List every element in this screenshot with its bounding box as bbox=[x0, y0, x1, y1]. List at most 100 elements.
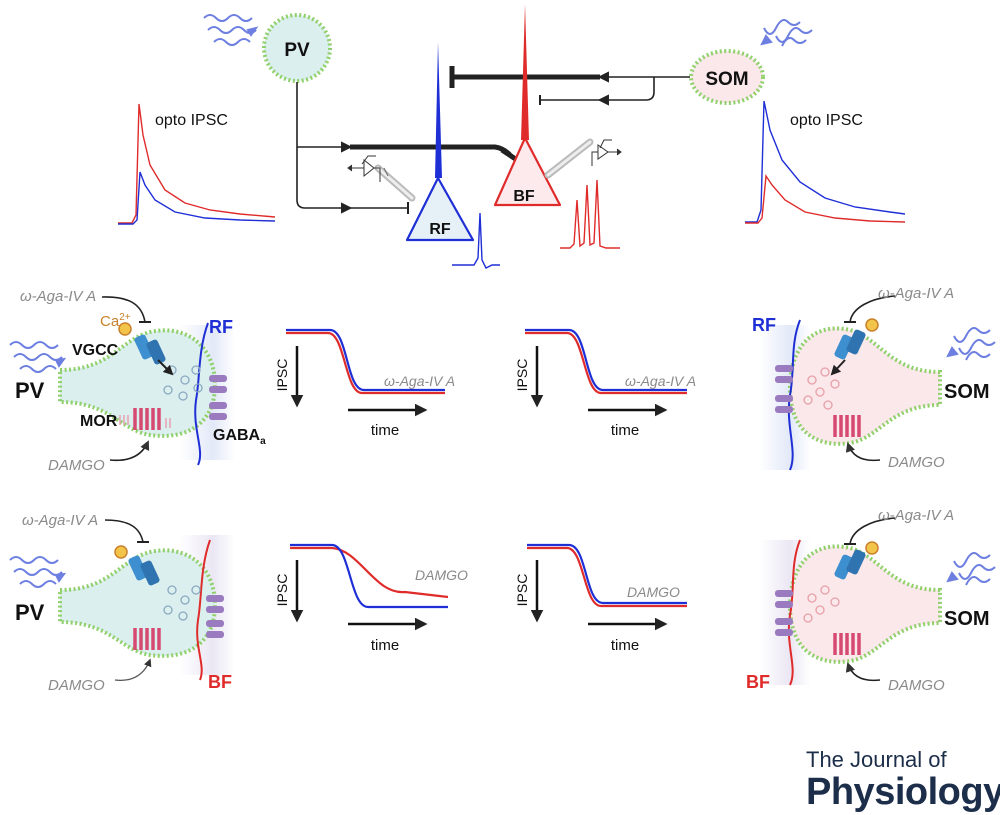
calcium-ion-icon bbox=[865, 541, 879, 555]
journal-logo-line2: Physiology bbox=[806, 771, 1000, 813]
gaba-receptor-icon bbox=[209, 375, 227, 420]
mor-label: MOR bbox=[80, 413, 118, 430]
vgcc-channel-icon bbox=[134, 334, 166, 365]
trace-bf-red bbox=[745, 173, 906, 224]
amplifier-icon bbox=[591, 139, 622, 166]
gaba-receptor-icon bbox=[775, 365, 793, 413]
gaba-receptor-icon bbox=[206, 595, 224, 638]
journal-logo: The Journal of Physiology bbox=[806, 747, 1000, 813]
mor-receptor-icon bbox=[833, 415, 861, 437]
x-axis-label: time bbox=[611, 422, 639, 439]
ipsc-plot-2: IPSC time ω-Aga-IV A bbox=[514, 328, 696, 439]
som-label: SOM bbox=[944, 381, 990, 403]
mor-receptor-icon bbox=[833, 633, 861, 655]
drug-damgo-label: DAMGO bbox=[48, 677, 105, 694]
trace-rf-blue bbox=[118, 171, 276, 225]
rf-label: RF bbox=[209, 317, 233, 337]
pv-axon bbox=[296, 82, 519, 214]
rf-label: RF bbox=[429, 221, 451, 238]
vesicle-icon bbox=[803, 585, 840, 623]
y-axis-label: IPSC bbox=[274, 359, 290, 392]
vgcc-label: VGCC bbox=[72, 342, 119, 359]
circuit-diagram: PV SOM RF bbox=[118, 4, 906, 269]
trace-bf-red bbox=[286, 331, 445, 395]
trace-rf-blue bbox=[290, 543, 448, 609]
x-axis-label: time bbox=[371, 637, 399, 654]
calcium-ion-icon bbox=[865, 318, 879, 332]
calcium-ion-icon bbox=[118, 322, 132, 336]
patch-pipette-icon bbox=[544, 138, 594, 179]
bf-label: BF bbox=[208, 672, 232, 692]
rf-action-potential bbox=[452, 212, 500, 269]
opto-ipsc-right-label: opto IPSC bbox=[790, 112, 863, 129]
vesicle-icon bbox=[803, 367, 840, 410]
vesicle-icon bbox=[163, 585, 201, 621]
vgcc-channel-icon bbox=[834, 329, 866, 360]
drug-aga-label: ω-Aga-IV A bbox=[878, 285, 954, 302]
som-label: SOM bbox=[944, 608, 990, 630]
bf-burst bbox=[560, 179, 620, 249]
x-axis-label: time bbox=[611, 637, 639, 654]
drug-aga-label: ω-Aga-IV A bbox=[22, 512, 98, 529]
drug-damgo-label: DAMGO bbox=[888, 454, 945, 471]
light-wave-icon bbox=[9, 341, 67, 373]
y-axis-label: IPSC bbox=[514, 359, 530, 392]
rf-neuron: RF bbox=[405, 42, 475, 242]
plot-drug-label: ω-Aga-IV A bbox=[625, 373, 696, 389]
pv-label: PV bbox=[284, 40, 310, 61]
ipsc-plot-1: IPSC time ω-Aga-IV A bbox=[274, 328, 455, 439]
bf-label: BF bbox=[513, 188, 535, 205]
trace-rf-blue bbox=[745, 100, 906, 223]
ipsc-plot-4: IPSC time DAMGO bbox=[514, 543, 687, 654]
light-wave-icon bbox=[203, 14, 259, 46]
trace-bf-red bbox=[525, 331, 687, 395]
trace-bf-red bbox=[290, 546, 449, 599]
vgcc-channel-icon bbox=[128, 555, 160, 586]
drug-aga-label: ω-Aga-IV A bbox=[20, 288, 96, 305]
trace-bf-red bbox=[118, 103, 276, 224]
drug-aga-label: ω-Aga-IV A bbox=[878, 507, 954, 524]
synapse-som-bf bbox=[760, 517, 996, 686]
x-axis-label: time bbox=[371, 422, 399, 439]
som-cell bbox=[689, 49, 765, 105]
pv-cell bbox=[262, 13, 332, 83]
drug-damgo-label: DAMGO bbox=[48, 457, 105, 474]
pv-label: PV bbox=[15, 600, 45, 625]
light-wave-icon bbox=[946, 552, 996, 586]
journal-logo-line1: The Journal of bbox=[806, 747, 947, 772]
y-axis-label: IPSC bbox=[514, 574, 530, 607]
calcium-ion-icon bbox=[114, 545, 128, 559]
opto-trace-left bbox=[118, 103, 276, 225]
opto-trace-right bbox=[745, 100, 906, 224]
synapse-pv-bf bbox=[9, 519, 235, 681]
gaba-label: GABAa bbox=[213, 427, 266, 447]
bf-label: BF bbox=[746, 672, 770, 692]
ca-label: Ca2+ bbox=[100, 312, 131, 330]
plot-drug-label: DAMGO bbox=[627, 584, 680, 600]
plot-drug-label: DAMGO bbox=[415, 567, 468, 583]
mor-receptor-icon bbox=[119, 408, 171, 430]
opto-ipsc-left-label: opto IPSC bbox=[155, 112, 228, 129]
y-axis-label: IPSC bbox=[274, 574, 290, 607]
gaba-receptor-icon bbox=[775, 590, 793, 636]
pv-label: PV bbox=[15, 378, 45, 403]
trace-bf-red bbox=[527, 546, 687, 608]
trace-rf-blue bbox=[527, 543, 687, 605]
trace-rf-blue bbox=[286, 328, 445, 392]
synapse-som-rf bbox=[760, 295, 996, 471]
mor-receptor-icon bbox=[133, 628, 161, 650]
trace-rf-blue bbox=[525, 328, 687, 392]
patch-pipette-icon bbox=[374, 164, 416, 202]
drug-damgo-label: DAMGO bbox=[888, 677, 945, 694]
light-wave-icon bbox=[9, 556, 67, 588]
synapse-pv-rf bbox=[9, 296, 235, 466]
light-wave-icon bbox=[760, 19, 813, 47]
bf-neuron: BF bbox=[493, 4, 562, 207]
ipsc-plot-3: IPSC time DAMGO bbox=[274, 543, 468, 654]
light-wave-icon bbox=[946, 327, 996, 361]
vgcc-channel-icon bbox=[834, 549, 866, 580]
rf-label: RF bbox=[752, 315, 776, 335]
som-axon bbox=[449, 66, 690, 106]
plot-drug-label: ω-Aga-IV A bbox=[384, 373, 455, 389]
